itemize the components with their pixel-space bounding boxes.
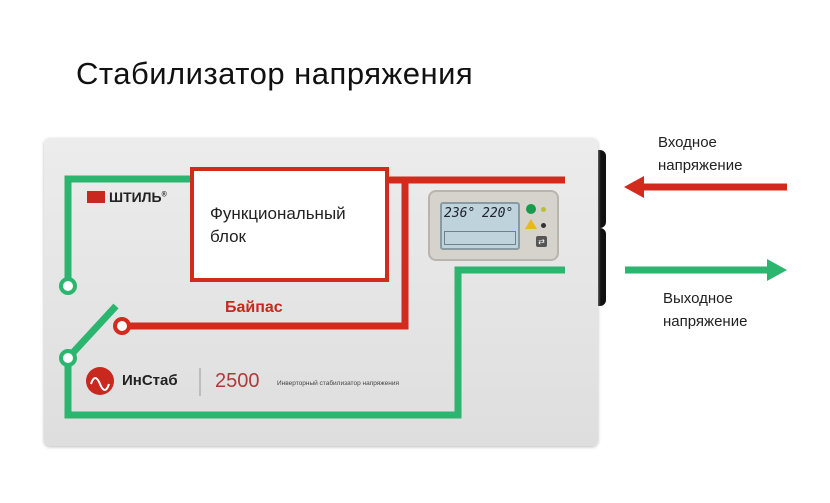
bypass-wire xyxy=(124,180,409,330)
bypass-label: Байпас xyxy=(225,299,283,316)
warning-icon xyxy=(525,219,537,229)
switch-mode-button[interactable]: ⇄ xyxy=(536,236,547,247)
output-voltage-readout: 220° xyxy=(482,206,514,221)
switch-lever xyxy=(65,303,119,361)
input-voltage-readout: 236° xyxy=(444,206,476,221)
switch-pivot xyxy=(59,349,77,367)
lcd-panel: 236° 220° ⇄ xyxy=(428,190,559,261)
functional-block-line2: блок xyxy=(210,227,246,246)
output-wire-top xyxy=(64,175,192,283)
output-arrow-head xyxy=(767,259,787,281)
warning-led-icon xyxy=(541,223,546,228)
output-wire xyxy=(64,266,565,419)
lcd-screen: 236° 220° xyxy=(440,202,520,250)
model-description: Инверторный стабилизатор напряжения xyxy=(277,380,399,387)
diagram-title: Стабилизатор напряжения xyxy=(76,56,474,91)
functional-block-line1: Функциональный xyxy=(210,204,346,223)
switch-contact-functional xyxy=(59,277,77,295)
functional-block: Функциональный блок xyxy=(190,167,389,282)
shtil-logo: ШТИЛЬ® xyxy=(87,189,167,205)
model-number: 2500 xyxy=(215,370,260,392)
instab-logo-text: ИнСтаб xyxy=(122,372,178,389)
input-arrow-head xyxy=(624,176,644,198)
instab-logo-icon xyxy=(86,367,114,395)
power-led-icon xyxy=(541,207,546,212)
switch-contact-bypass xyxy=(113,317,131,335)
ok-indicator-icon xyxy=(526,204,536,214)
